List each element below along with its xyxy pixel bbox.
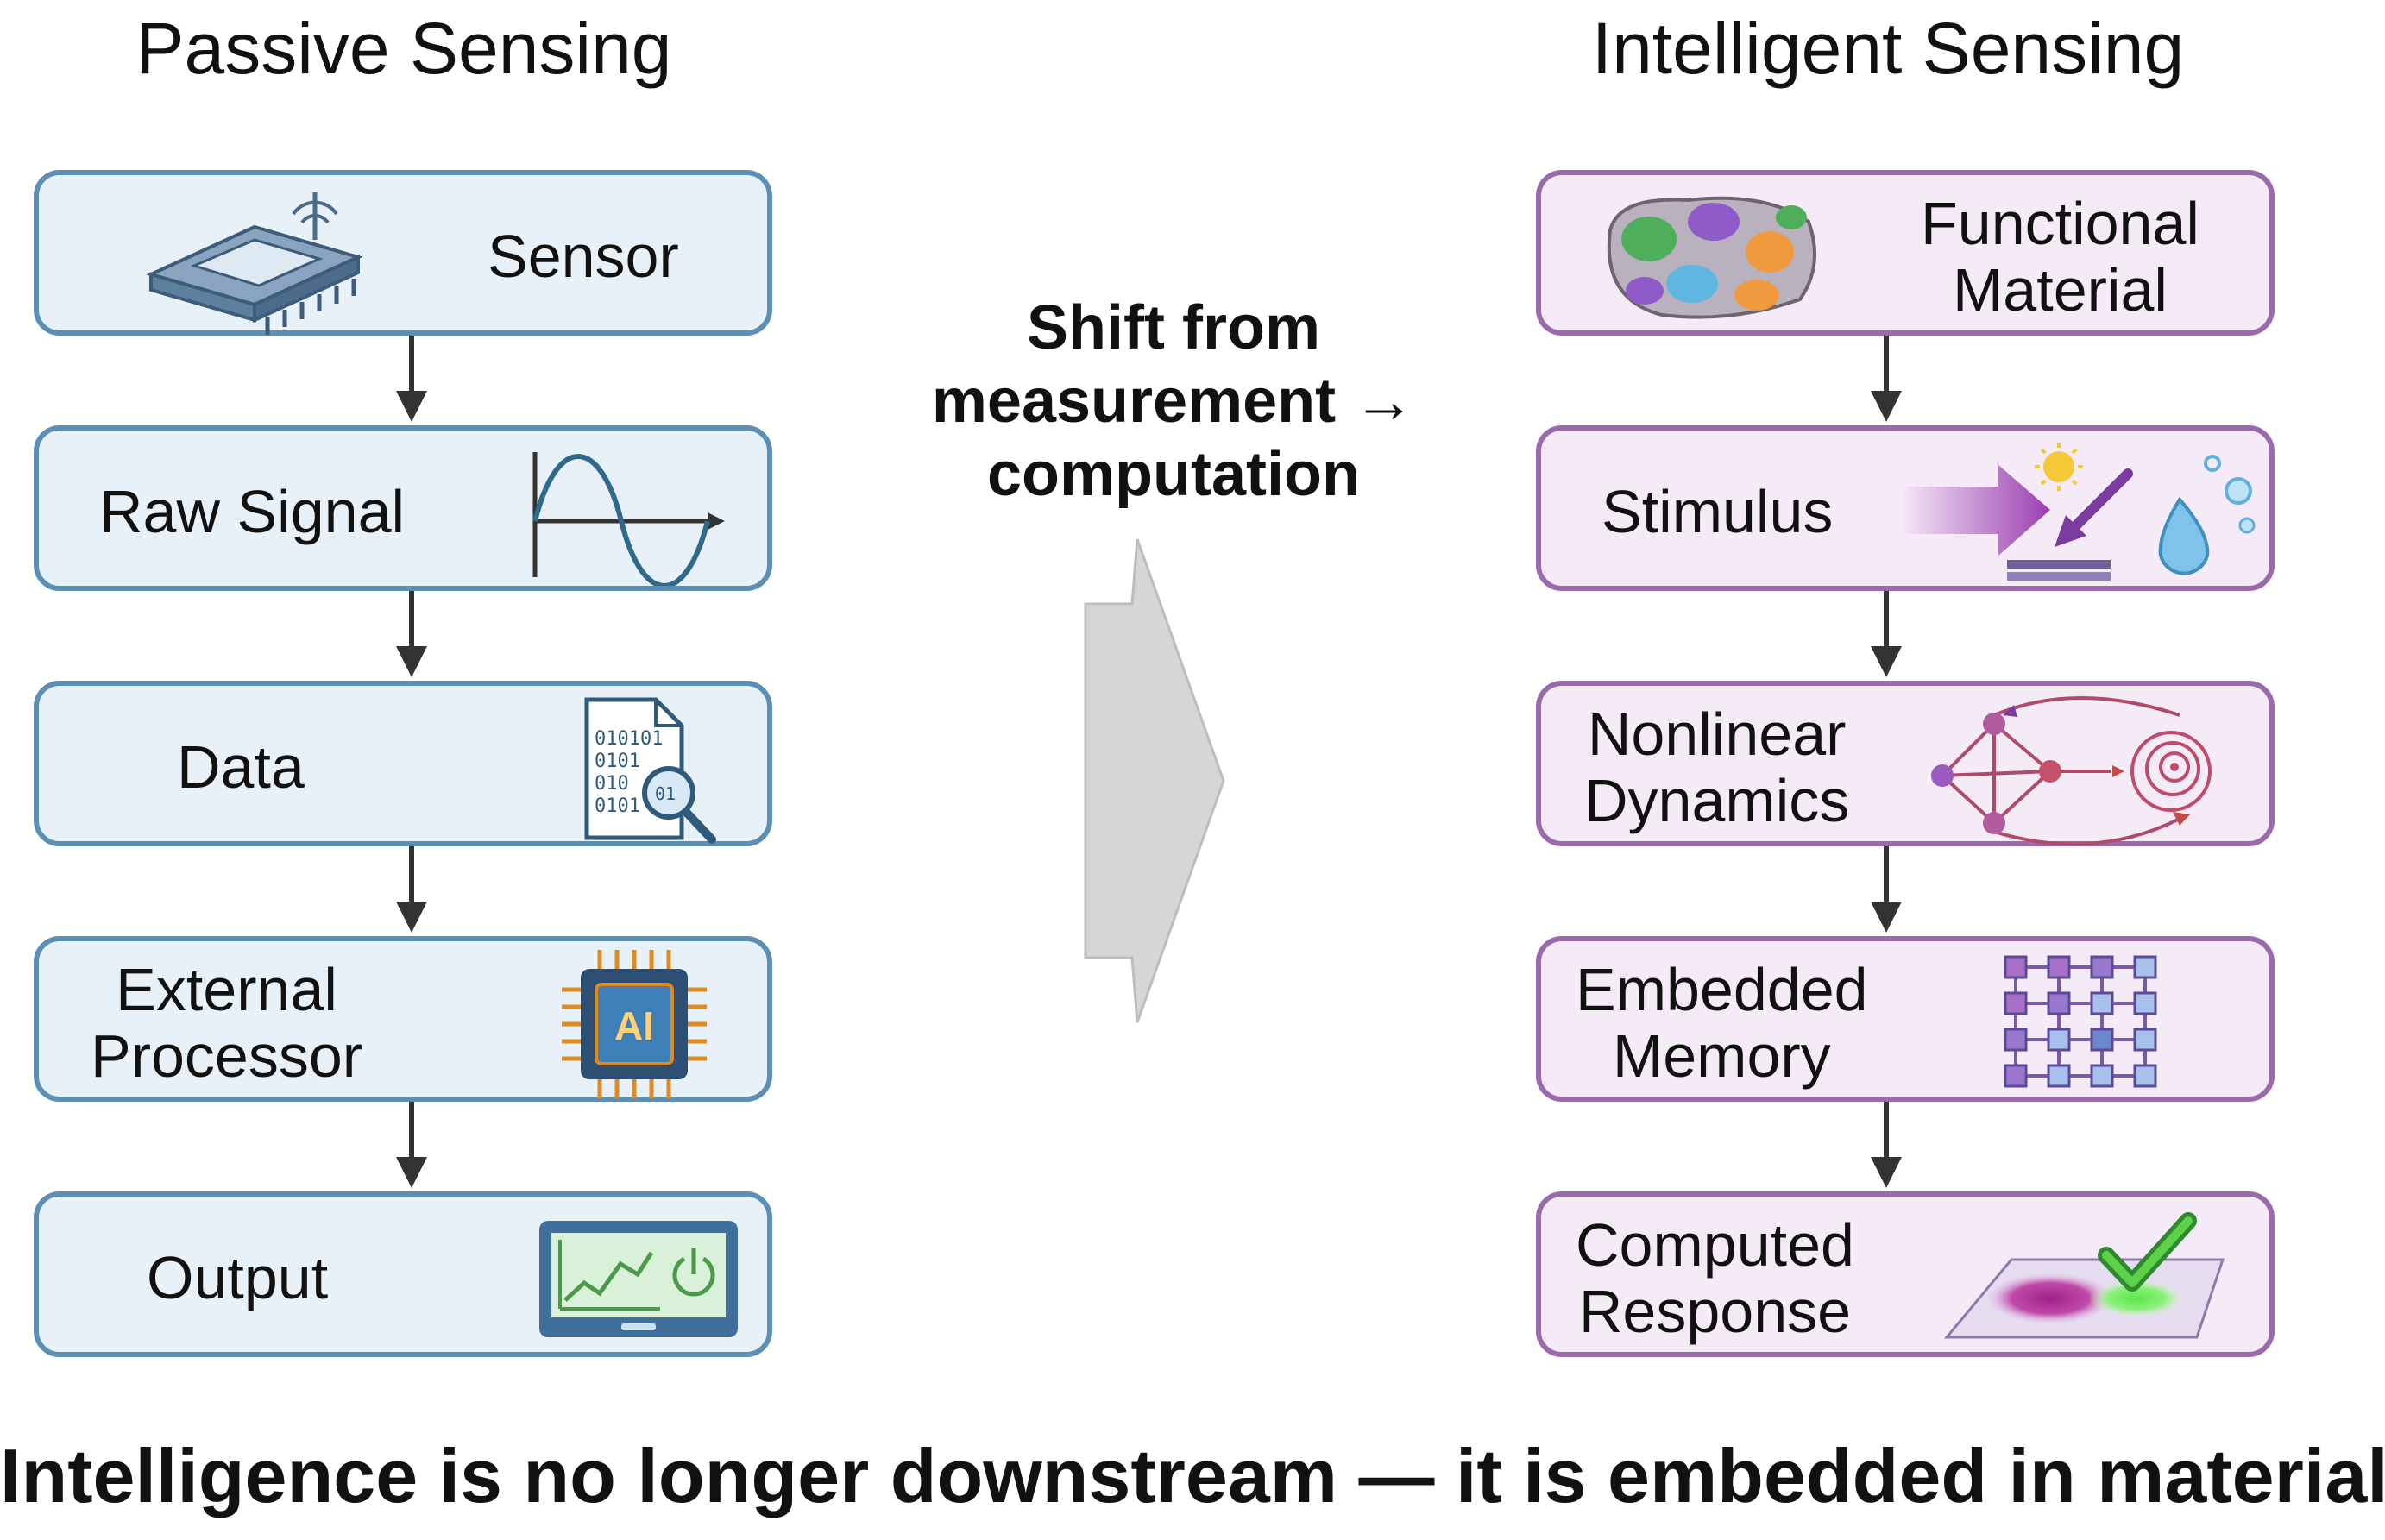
external-processor-label: External Processor — [91, 956, 363, 1090]
data-label: Data — [177, 733, 305, 801]
nonlinear-dynamics-label: Nonlinear Dynamics — [1584, 701, 1850, 834]
functional-material-box: Functional Material — [1536, 170, 2275, 336]
connector-arrow — [396, 1102, 427, 1188]
connector-arrow — [1871, 336, 1902, 422]
sensor-label: Sensor — [488, 223, 679, 290]
sensor-box: Sensor — [34, 170, 772, 336]
stimulus-box: Stimulus — [1536, 425, 2275, 591]
shift-caption: Shift from measurement → computation — [931, 293, 1416, 509]
network-dynamics-icon — [1931, 696, 2212, 846]
passive-sensing-title: Passive Sensing — [135, 8, 672, 89]
computed-response-label: Computed Response — [1576, 1211, 1854, 1345]
connector-arrow — [396, 591, 427, 677]
svg-text:010101: 010101 — [595, 728, 663, 750]
monitor-chart-icon — [539, 1221, 738, 1337]
embedded-memory-label: Embedded Memory — [1576, 956, 1868, 1090]
memory-grid-icon — [2004, 955, 2157, 1088]
connector-arrow — [1871, 846, 1902, 933]
external-processor-box: External Processor AI — [34, 936, 772, 1102]
sine-wave-icon — [532, 452, 725, 586]
functional-material-label: Functional Material — [1921, 190, 2199, 324]
svg-text:010: 010 — [595, 773, 629, 795]
material-composite-icon — [1607, 196, 1817, 319]
chevron-arrow-icon — [1084, 538, 1225, 1023]
intelligent-sensing-title: Intelligent Sensing — [1591, 8, 2185, 89]
output-label: Output — [147, 1244, 329, 1311]
nonlinear-dynamics-box: Nonlinear Dynamics — [1536, 681, 2275, 846]
output-box: Output — [34, 1191, 772, 1357]
embedded-memory-box: Embedded Memory — [1536, 936, 2275, 1102]
raw-signal-label: Raw Signal — [99, 478, 406, 545]
svg-text:AI: AI — [614, 1003, 654, 1048]
binary-document-search-icon: 010101 0101 010 0101 01 — [584, 697, 716, 844]
connector-arrow — [1871, 591, 1902, 677]
connector-arrow — [1871, 1102, 1902, 1188]
connector-arrow — [396, 336, 427, 422]
computed-response-box: Computed Response — [1536, 1191, 2275, 1357]
response-checkmark-icon — [1943, 1212, 2225, 1339]
chip-sensor-icon — [146, 192, 363, 335]
svg-text:01: 01 — [655, 783, 676, 804]
ai-chip-icon: AI — [562, 950, 707, 1098]
connector-arrow — [396, 846, 427, 933]
stimulus-label: Stimulus — [1602, 478, 1834, 545]
svg-text:0101: 0101 — [595, 795, 640, 817]
tagline: Intelligence is no longer downstream — i… — [0, 1433, 2385, 1518]
raw-signal-box: Raw Signal — [34, 425, 772, 591]
svg-text:0101: 0101 — [595, 751, 640, 772]
data-box: Data 010101 0101 010 0101 01 — [34, 681, 772, 846]
stimulus-light-water-icon — [1904, 443, 2256, 581]
